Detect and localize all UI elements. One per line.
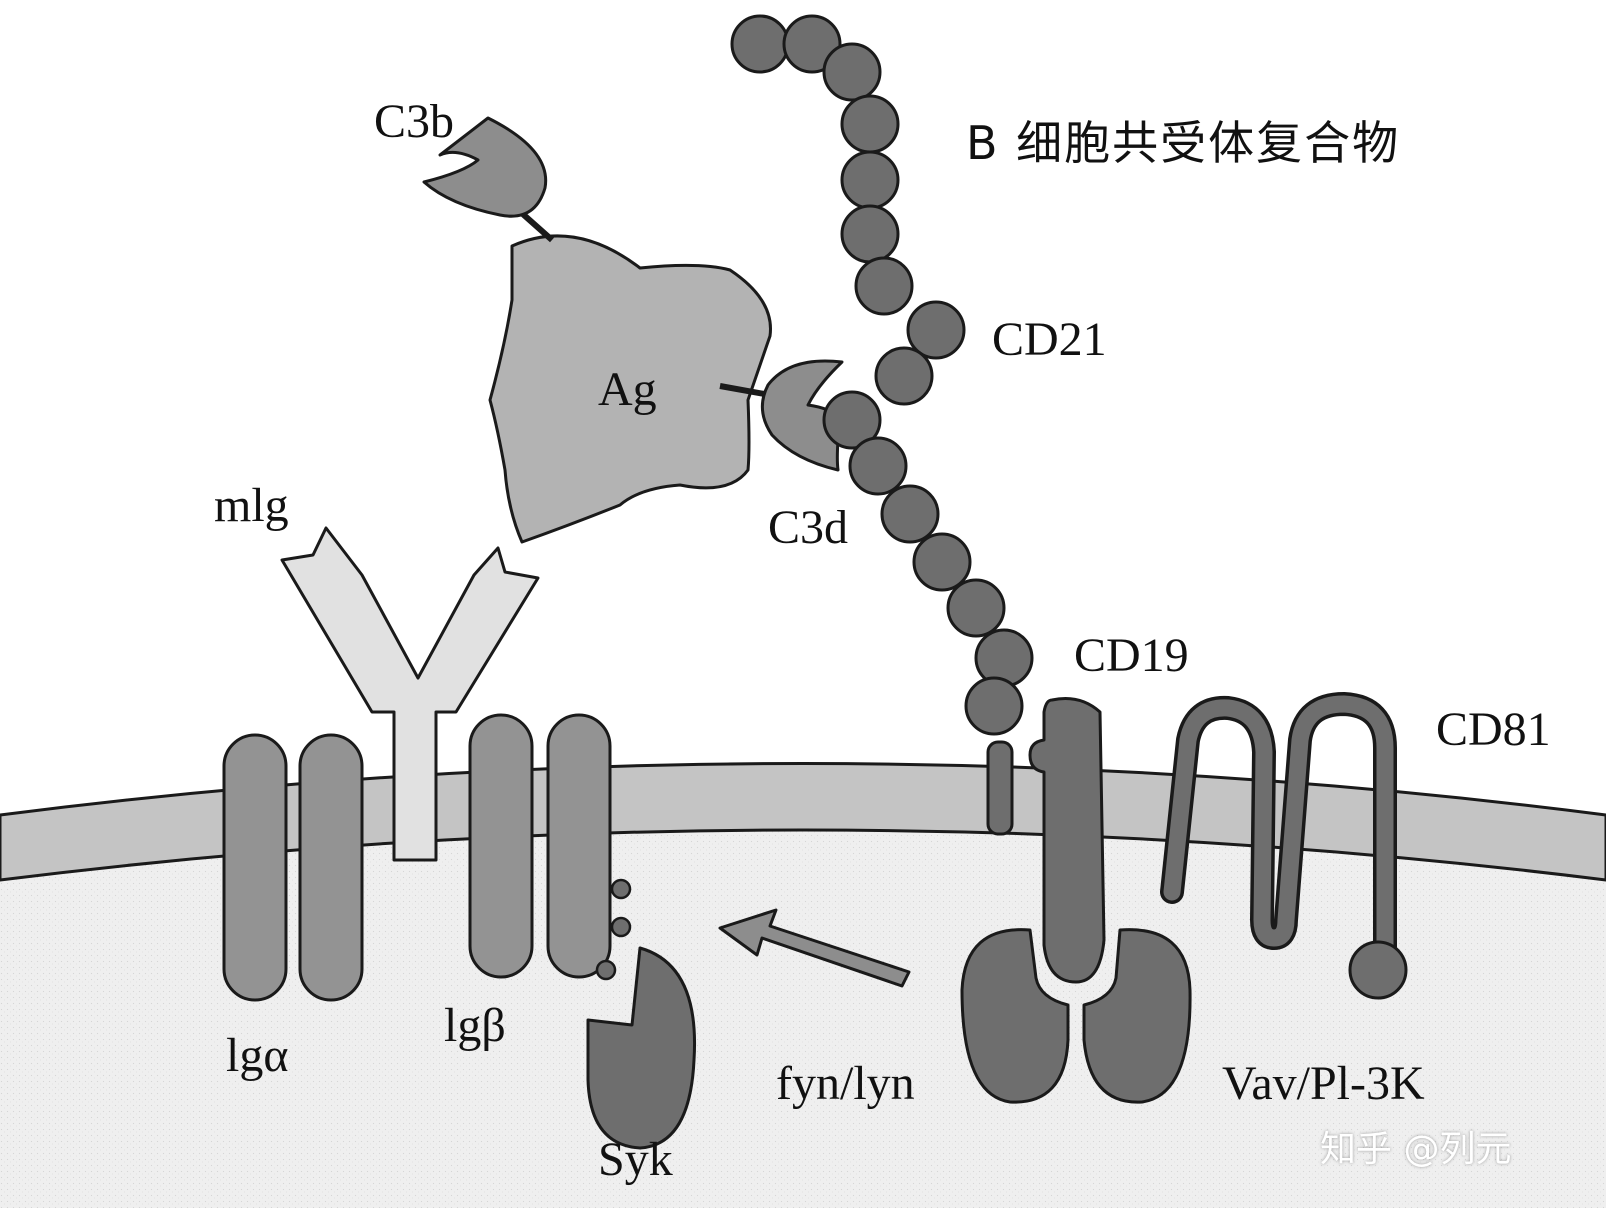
label-cd81: CD81 [1436,703,1551,756]
cd21-anchor [986,740,1014,836]
label-ig-alpha: lgα [226,1029,289,1082]
phosphate-dots [595,878,632,981]
mlg-receptor [280,526,540,862]
ig-alpha [222,733,364,1002]
watermark: 知乎 @列元 [1320,1129,1512,1170]
syk-kinase [586,946,697,1150]
cd19 [1028,697,1106,984]
ig-beta [468,713,612,979]
label-ig-beta: lgβ [444,999,506,1052]
label-ag: Ag [598,363,657,416]
cd81-fill [1163,695,1394,959]
cytoplasm [0,810,1606,1208]
kinase-lobe-left [960,928,1070,1104]
label-mlg: mlg [214,479,289,532]
label-cd21: CD21 [992,313,1107,366]
label-fyn-lyn: fyn/lyn [776,1057,915,1110]
label-vav-pi3k: Vav/Pl-3K [1222,1057,1425,1110]
cd21-bead-chain [730,14,1034,736]
cd81-tail [1348,940,1408,1000]
kinase-lobe-right [1082,928,1192,1104]
activation-arrow [718,908,911,988]
antigen [488,234,772,544]
label-c3b: C3b [374,95,455,148]
diagram-title: B 细胞共受体复合物 [966,116,1401,170]
c3b-fragment [422,116,548,218]
label-c3d: C3d [768,501,849,554]
c3d-linker [719,383,771,398]
label-cd19: CD19 [1074,629,1189,682]
label-syk: Syk [598,1133,673,1186]
